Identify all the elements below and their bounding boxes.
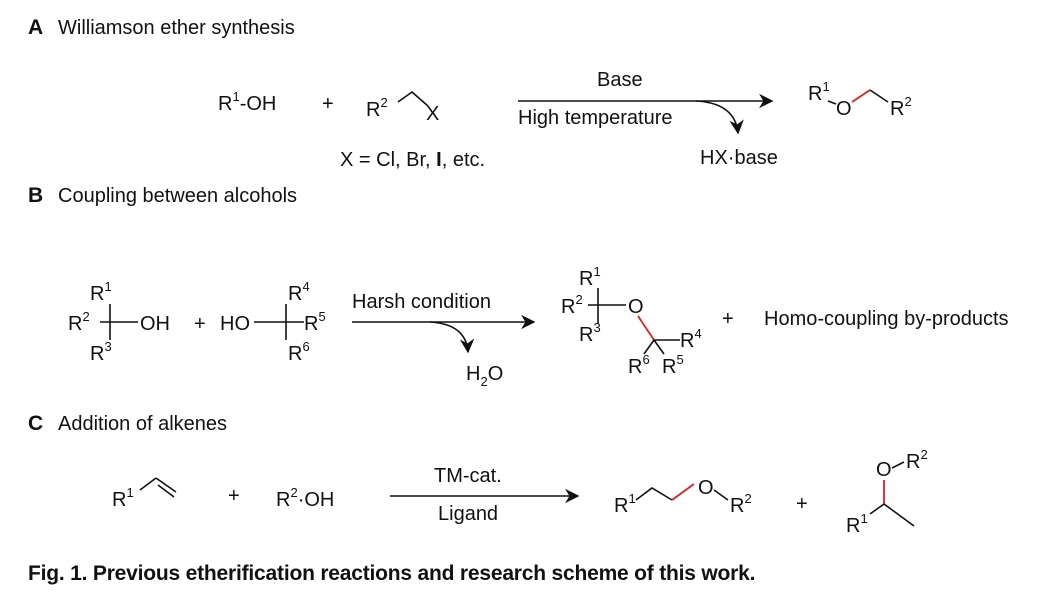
coupling-product-oxygen: O [628, 296, 644, 318]
linear-ether-product: R1 O R2 [614, 477, 752, 517]
williamson-condition-below: High temperature [518, 107, 673, 129]
svg-text:R4: R4 [288, 279, 310, 305]
svg-text:R2·OH: R2·OH [276, 485, 334, 511]
branched-ether-product: O R2 R1 [846, 447, 928, 537]
williamson-condition-above: Base [597, 69, 643, 91]
svg-text:R1: R1 [846, 511, 868, 537]
reaction-scheme: A Williamson ether synthesis R1-OH + R2 … [28, 16, 1009, 537]
svg-text:R2: R2 [366, 95, 388, 121]
williamson-product: R1 O R2 [808, 79, 912, 120]
halide-x-label: X [426, 103, 439, 125]
svg-text:R2: R2 [68, 309, 90, 335]
svg-text:R1: R1 [90, 279, 112, 305]
figure-caption: Fig. 1. Previous etherification reaction… [28, 562, 756, 585]
alkene: R1 [112, 477, 177, 511]
svg-text:R3: R3 [90, 339, 112, 365]
williamson-product-oxygen: O [836, 98, 852, 120]
williamson-byproduct: HX·base [700, 147, 778, 169]
svg-text:R5: R5 [662, 352, 684, 378]
alkyl-halide: R2 X [366, 90, 439, 125]
alcohol-r2-oh: R2·OH [276, 485, 334, 511]
linear-ether-oxygen: O [698, 477, 714, 499]
coupling-product: R1 R2 R3 O R4 R6 R5 [561, 264, 702, 378]
section-c-title: Addition of alkenes [58, 413, 227, 435]
svg-text:R1: R1 [579, 264, 601, 290]
homo-coupling-byproducts: Homo-coupling by-products [764, 308, 1009, 330]
addition-condition-below: Ligand [438, 503, 498, 525]
addition-condition-above: TM-cat. [434, 465, 502, 487]
coupling-plus-2: + [722, 308, 734, 330]
addition-plus-2: + [796, 493, 808, 515]
svg-text:R1: R1 [808, 79, 830, 105]
svg-text:R2: R2 [561, 292, 583, 318]
section-c-letter: C [28, 412, 43, 435]
section-b-letter: B [28, 184, 43, 207]
williamson-plus: + [322, 93, 334, 115]
svg-text:R1-OH: R1-OH [218, 89, 276, 115]
x-note: X = Cl, Br, I, etc. [340, 149, 485, 171]
alcohol-oh-label: OH [140, 313, 170, 335]
svg-text:R2: R2 [906, 447, 928, 473]
williamson-alcohol: R1-OH [218, 89, 276, 115]
section-a-title: Williamson ether synthesis [58, 17, 295, 39]
svg-text:R6: R6 [288, 339, 310, 365]
section-b-title: Coupling between alcohols [58, 185, 297, 207]
coupling-condition: Harsh condition [352, 291, 491, 313]
svg-text:R2: R2 [730, 491, 752, 517]
svg-text:R2: R2 [890, 94, 912, 120]
coupling-byproduct-arrow [429, 321, 475, 354]
svg-text:R6: R6 [628, 352, 650, 378]
branched-ether-oxygen: O [876, 459, 892, 481]
tertiary-alcohol: R1 R2 R3 OH [68, 279, 170, 365]
svg-text:R5: R5 [304, 309, 326, 335]
second-alcohol-ho-label: HO [220, 313, 250, 335]
williamson-byproduct-arrow [695, 100, 744, 135]
addition-plus-1: + [228, 485, 240, 507]
coupling-plus-1: + [194, 313, 206, 335]
section-a-letter: A [28, 16, 43, 39]
second-tertiary-alcohol: HO R4 R5 R6 [220, 279, 326, 365]
svg-text:R4: R4 [680, 326, 702, 352]
svg-text:X = Cl, Br, I, etc.: X = Cl, Br, I, etc. [340, 149, 485, 171]
svg-text:R1: R1 [614, 491, 636, 517]
svg-text:R1: R1 [112, 485, 134, 511]
coupling-byproduct: H2O [466, 363, 503, 389]
